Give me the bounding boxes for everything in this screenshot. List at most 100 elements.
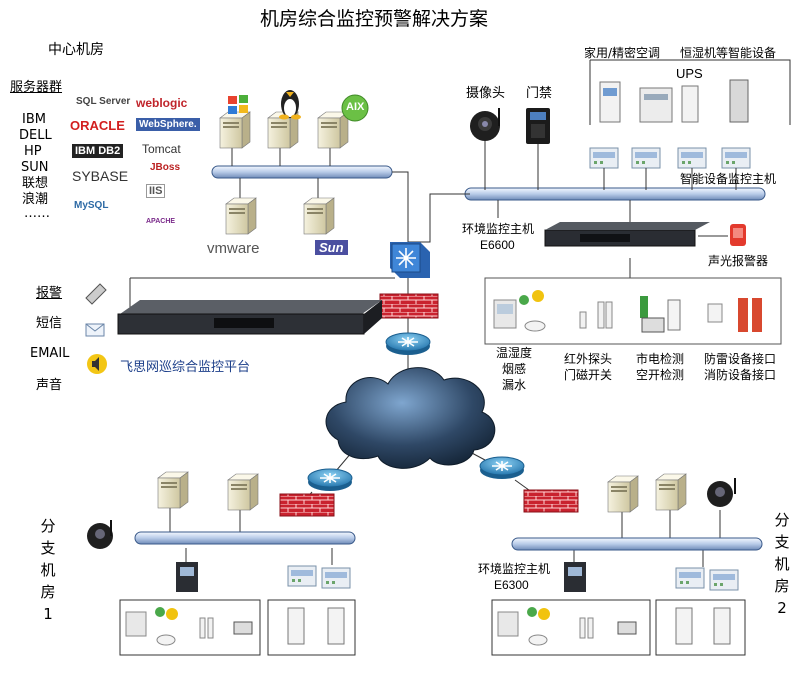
center-firewall-icon <box>379 293 439 319</box>
logo-sun: Sun <box>315 240 348 255</box>
brand-sun: SUN <box>21 160 49 175</box>
logo-db2: IBM DB2 <box>72 144 124 158</box>
camera-label: 摄像头 <box>466 86 506 101</box>
branch2-modules <box>675 567 739 591</box>
siren-icon <box>730 224 746 246</box>
branch2-camera-icon <box>707 478 736 507</box>
alarm-label: 报警 <box>36 286 63 301</box>
email-icon <box>85 323 105 337</box>
aircon-label: 家用/精密空调 <box>584 46 661 60</box>
humidity-device-label: 恒湿机等智能设备 <box>680 46 777 60</box>
branch2-label-char: 机 <box>774 555 790 573</box>
branch2-env-host-e6300 <box>564 562 586 592</box>
e6600-model-label: E6600 <box>480 238 515 252</box>
sensor-smoke: 烟感 <box>502 362 527 376</box>
branch1-modules <box>287 565 351 589</box>
platform-label: 飞思网巡综合监控平台 <box>120 360 251 375</box>
env-device-bus <box>464 187 766 201</box>
logo-iis: IIS <box>146 184 166 198</box>
branch2-servers <box>607 473 687 513</box>
connection-lines <box>119 59 791 656</box>
access-label: 门禁 <box>526 86 553 101</box>
sensor-lightning-interface: 防雷设备接口 <box>704 352 777 366</box>
branch1-firewall-icon <box>279 493 335 517</box>
phone-icon <box>85 283 107 305</box>
smart-host-label: 智能设备监控主机 <box>680 172 777 186</box>
branch1-servers <box>157 471 259 511</box>
branch2-bus <box>511 537 763 551</box>
smart-host-modules <box>589 147 751 169</box>
branch1-sensors <box>125 607 345 646</box>
branch2-label-char: 2 <box>777 599 787 617</box>
branch1-router-icon <box>307 468 353 492</box>
branch1-bus <box>134 531 356 545</box>
windows-logo-icon <box>228 95 248 114</box>
speaker-icon <box>87 354 107 374</box>
brand-dell: DELL <box>19 128 52 143</box>
center-room-label: 中心机房 <box>48 42 104 58</box>
access-control-icon <box>526 108 550 144</box>
logo-mysql: MySQL <box>74 200 109 211</box>
sensor-temp-humidity: 温湿度 <box>496 346 533 360</box>
internet-cloud-icon <box>325 367 496 469</box>
center-router-icon <box>385 332 431 356</box>
brand-hp: HP <box>24 144 42 159</box>
sms-label: 短信 <box>36 316 63 331</box>
logo-vmware: vmware <box>207 240 260 257</box>
brand-ellipsis: …… <box>24 206 50 221</box>
smart-host-links <box>603 168 737 190</box>
page-title: 机房综合监控预警解决方案 <box>260 8 489 30</box>
logo-weblogic: weblogic <box>136 96 188 110</box>
branch2-router-icon <box>479 456 525 480</box>
logo-websphere: WebSphere. <box>136 118 200 131</box>
branch2-label-char: 分 <box>774 511 790 529</box>
logo-jboss: JBoss <box>150 162 181 173</box>
branch2-label-char: 支 <box>774 533 790 551</box>
sensor-group-box <box>484 277 782 345</box>
sensor-mains-detect: 市电检测 <box>636 352 685 366</box>
sensor-door-magnet: 门磁开关 <box>564 368 613 382</box>
branch1-env-host <box>176 562 198 592</box>
branch1-label-char: 房 <box>40 583 56 601</box>
e6300-model-label: E6300 <box>494 578 529 592</box>
brand-inspur: 浪潮 <box>22 192 49 207</box>
ups-label: UPS <box>676 66 703 81</box>
core-switch-icon <box>390 242 430 278</box>
e6600-host-label: 环境监控主机 <box>462 222 535 236</box>
sound-label: 声音 <box>36 378 63 393</box>
env-host-e6600 <box>544 222 710 247</box>
branch2-label-char: 房 <box>774 577 790 595</box>
branch1-camera-icon <box>87 520 113 549</box>
branch2-sensors <box>497 607 731 646</box>
e6300-host-label: 环境监控主机 <box>478 562 551 576</box>
linux-tux-icon <box>279 90 301 120</box>
logo-sqlserver: SQL Server <box>76 96 131 107</box>
branch2-firewall-icon <box>523 489 579 513</box>
siren-label: 声光报警器 <box>708 254 769 268</box>
brand-ibm: IBM <box>22 112 46 127</box>
branch1-label-char: 机 <box>40 561 56 579</box>
monitoring-platform-appliance <box>117 300 382 335</box>
branch1-label-char: 1 <box>43 605 53 623</box>
logo-tomcat: Tomcat <box>142 142 181 156</box>
sensor-infrared: 红外探头 <box>564 352 613 366</box>
sensor-water-leak: 漏水 <box>502 378 527 392</box>
aix-badge-icon <box>341 94 369 122</box>
logo-apache: APACHE <box>146 218 176 225</box>
center-server-bus <box>211 165 393 179</box>
logo-oracle: ORACLE <box>70 118 125 133</box>
logo-sybase: SYBASE <box>72 168 129 184</box>
branch1-label-char: 支 <box>40 539 56 557</box>
branch1-label-char: 分 <box>40 517 56 535</box>
smart-device-cabinets <box>599 79 749 123</box>
camera-icon <box>470 108 500 141</box>
email-label: EMAIL <box>30 346 70 361</box>
logo-aix: AIX <box>346 101 365 113</box>
brand-lenovo: 联想 <box>22 176 49 191</box>
sensor-icons <box>493 290 762 333</box>
sensor-breaker-detect: 空开检测 <box>636 368 685 382</box>
server-group-label: 服务器群 <box>10 80 63 95</box>
sensor-fire-interface: 消防设备接口 <box>704 368 777 382</box>
